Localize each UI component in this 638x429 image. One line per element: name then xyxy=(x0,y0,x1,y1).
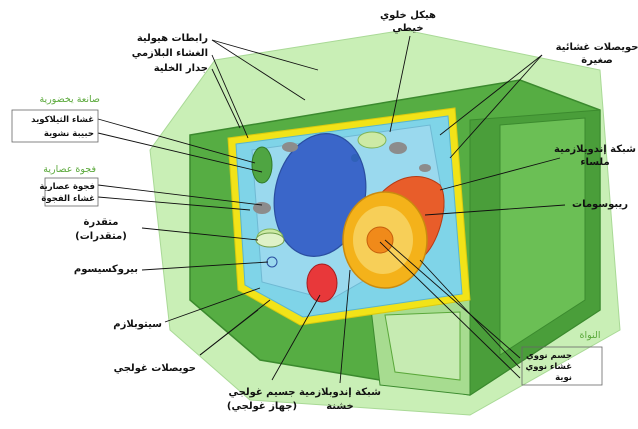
label-peroxisome: بيروكسيسوم xyxy=(74,264,138,275)
label-golgi-vesicles: حويصلات غولجي xyxy=(114,363,196,374)
vesicle xyxy=(351,154,359,162)
peroxisome xyxy=(267,257,277,267)
label-nucleolus: نوية xyxy=(555,373,572,383)
label-golgi-body-2: (جهاز غولجي) xyxy=(227,401,297,412)
group-title-nucleus: النواة xyxy=(580,330,601,341)
label-nuclear-envelope: غشاء نووي xyxy=(525,362,572,372)
vesicle xyxy=(282,142,298,152)
label-cytoplasm: سيتوبلازم xyxy=(113,319,162,330)
label-rough-er-2: خشنة xyxy=(326,401,354,412)
label-plasmodesmata: رابطات هيولية xyxy=(137,33,208,44)
label-smooth-er-2: ملساء xyxy=(580,157,609,168)
label-golgi-body-1: جسيم غولجي xyxy=(229,387,296,398)
vesicle xyxy=(419,164,431,172)
label-vacuole: فجوة عصارية xyxy=(39,182,95,192)
label-ribosomes: ريبوسومات xyxy=(572,199,628,210)
group-title-chloroplast: صانعة يخضورية xyxy=(39,94,100,105)
label-tonoplast: غشاء الفجوة xyxy=(41,194,95,204)
label-cytoskeleton-1: هيكل خلوي xyxy=(380,10,436,21)
label-small-vesicles-1: حويصلات غشائية xyxy=(556,42,638,53)
label-nuclear-body: جسم نووي xyxy=(526,351,572,361)
label-smooth-er-1: شبكة إندوبلازمية xyxy=(554,144,636,155)
label-cytoskeleton-2: خيطي xyxy=(392,23,423,34)
label-cell-wall: جدار الخلية xyxy=(154,63,208,74)
label-starch-grain: حبيبة نشوية xyxy=(44,129,94,139)
chloroplast-3 xyxy=(358,132,386,148)
label-thylakoid: غشاء الثيلاكويد xyxy=(31,115,94,125)
cell-wall-bottom-inner xyxy=(385,312,460,380)
label-small-vesicles-2: صغيرة xyxy=(581,55,613,66)
group-title-vacuole: فجوة عصارية xyxy=(43,164,96,175)
chloroplast xyxy=(252,147,272,183)
nucleolus xyxy=(367,227,393,253)
label-plasma-membrane: الغشاء البلازمي xyxy=(132,48,208,59)
label-rough-er-1: شبكة إندوبلازمية xyxy=(299,387,381,398)
vesicle xyxy=(389,142,407,154)
mitochondrion xyxy=(256,233,284,247)
label-mitochondrion-2: (متقدرات) xyxy=(75,231,127,242)
label-mitochondrion-1: متقدرة xyxy=(84,217,119,228)
golgi-body xyxy=(307,264,337,302)
